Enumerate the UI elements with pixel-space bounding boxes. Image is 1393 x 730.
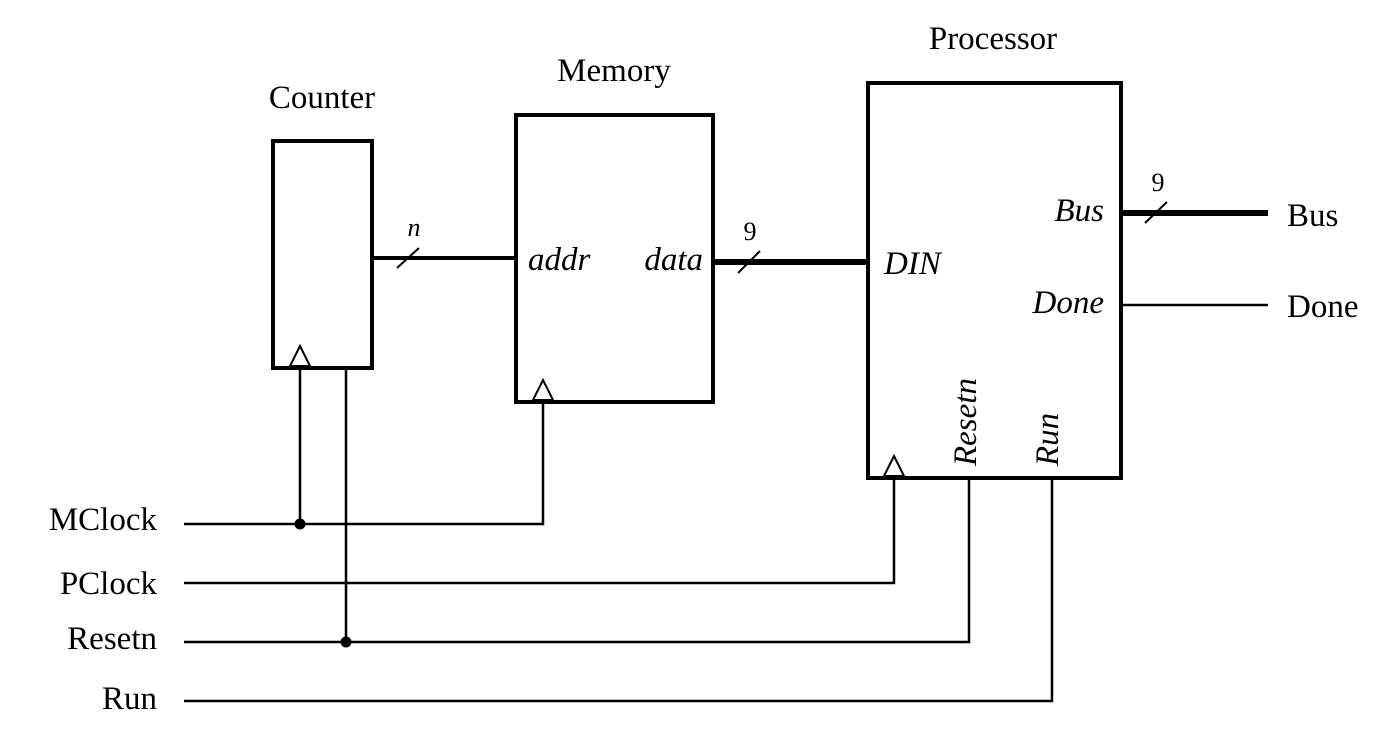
processor-bus-port: Bus [1055, 193, 1105, 229]
counter-width-slash [396, 247, 420, 269]
pclock-input-label: PClock [60, 566, 158, 602]
data-width-label: 9 [744, 217, 757, 246]
processor-run-port: Run [1030, 413, 1066, 467]
data-width-slash [737, 250, 761, 274]
resetn-junction-dot [340, 636, 352, 648]
processor-resetn-port: Resetn [948, 378, 984, 467]
resetn-wire [184, 478, 971, 644]
run-wire [184, 478, 1054, 703]
processor-done-port: Done [1032, 285, 1104, 321]
processor-block [866, 81, 1123, 480]
memory-title: Memory [557, 53, 671, 89]
mclock-junction-dot [294, 518, 306, 530]
processor-clock-icon [882, 453, 906, 477]
processor-din-port: DIN [883, 246, 943, 282]
counter-width-label: n [408, 213, 421, 242]
run-input-label: Run [102, 681, 157, 717]
memory-data-port: data [644, 242, 703, 278]
mclock-input-label: MClock [49, 502, 158, 538]
done-output-label: Done [1287, 289, 1358, 325]
processor-title: Processor [929, 21, 1057, 57]
memory-clock-icon [531, 377, 555, 401]
bus-output-label: Bus [1287, 198, 1338, 234]
mclock-wire [184, 398, 545, 526]
resetn-input-label: Resetn [67, 621, 157, 657]
memory-addr-port: addr [528, 242, 591, 278]
counter-title: Counter [269, 80, 375, 116]
counter-block [271, 139, 374, 370]
pclock-wire [184, 476, 896, 585]
bus-width-label: 9 [1152, 168, 1165, 197]
counter-clock-icon [288, 343, 312, 367]
bus-width-slash [1144, 201, 1168, 224]
